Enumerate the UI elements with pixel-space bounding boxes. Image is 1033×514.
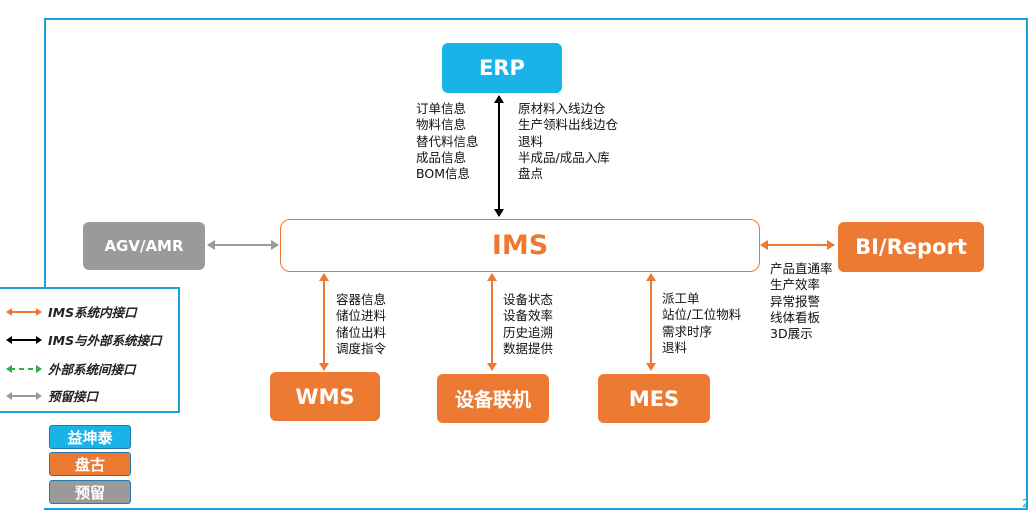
label-line: 异常报警 bbox=[770, 293, 821, 309]
legend-external-label: IMS与外部系统接口 bbox=[48, 333, 162, 348]
label-line: 设备状态 bbox=[503, 292, 554, 307]
legend-internal-label: IMS系统内接口 bbox=[48, 305, 137, 320]
frame-right-border bbox=[1026, 18, 1028, 510]
frame-top-border bbox=[44, 18, 1028, 20]
company-yikuntai-key: 益坤泰 bbox=[49, 425, 131, 449]
label-line: 生产领料出线边仓 bbox=[518, 117, 619, 133]
label-line: 物料信息 bbox=[416, 117, 467, 133]
label-line: 3D展示 bbox=[770, 326, 813, 342]
erp-node: ERP bbox=[442, 43, 562, 93]
label-line: 调度指令 bbox=[336, 340, 387, 356]
legend-between-label: 外部系统间接口 bbox=[48, 362, 136, 377]
label-line: 数据提供 bbox=[503, 340, 554, 356]
label-line: 退料 bbox=[518, 133, 544, 149]
label-line: 订单信息 bbox=[416, 101, 467, 116]
frame-left-border bbox=[44, 18, 46, 288]
label-line: 退料 bbox=[662, 339, 688, 355]
agv-amr-node: AGV/AMR bbox=[83, 222, 205, 270]
legend-internal: IMS系统内接口 bbox=[6, 302, 137, 321]
company-reserved-key: 预留 bbox=[49, 480, 131, 504]
label-line: 替代料信息 bbox=[416, 133, 479, 149]
legend-reserved-label: 预留接口 bbox=[48, 389, 99, 404]
label-line: 产品直通率 bbox=[770, 261, 833, 276]
wms-node: WMS bbox=[270, 372, 380, 421]
orange-double-arrow-icon bbox=[6, 307, 42, 316]
bi-report-labels: 产品直通率 生产效率 异常报警 线体看板 3D展示 bbox=[770, 261, 833, 342]
legend-between: 外部系统间接口 bbox=[6, 359, 136, 378]
mes-node: MES bbox=[598, 374, 710, 423]
legend-box bbox=[0, 287, 180, 413]
erp-to-ims-info-labels: 订单信息 物料信息 替代料信息 成品信息 BOM信息 bbox=[416, 101, 479, 182]
frame-bottom-border bbox=[44, 508, 1028, 510]
gray-double-arrow-icon bbox=[6, 391, 42, 400]
label-line: 成品信息 bbox=[416, 149, 467, 165]
label-line: 半成品/成品入库 bbox=[518, 149, 610, 165]
device-labels: 设备状态 设备效率 历史追溯 数据提供 bbox=[503, 292, 553, 357]
wms-labels: 容器信息 储位进料 储位出料 调度指令 bbox=[336, 292, 386, 357]
label-line: 需求时序 bbox=[662, 323, 713, 339]
mes-labels: 派工单 站位/工位物料 需求时序 退料 bbox=[662, 291, 741, 356]
company-pangu-key: 盘古 bbox=[49, 452, 131, 476]
bi-report-node: BI/Report bbox=[838, 222, 984, 272]
legend-external: IMS与外部系统接口 bbox=[6, 330, 162, 349]
label-line: 派工单 bbox=[662, 291, 700, 306]
label-line: 容器信息 bbox=[336, 292, 387, 307]
label-line: 盘点 bbox=[518, 166, 544, 182]
label-line: 储位出料 bbox=[336, 324, 387, 340]
label-line: 站位/工位物料 bbox=[662, 307, 742, 323]
black-double-arrow-icon bbox=[6, 335, 42, 344]
label-line: 线体看板 bbox=[770, 309, 821, 325]
label-line: 储位进料 bbox=[336, 308, 387, 324]
label-line: 生产效率 bbox=[770, 277, 821, 293]
page-number: 2 bbox=[1022, 497, 1029, 510]
device-connect-node: 设备联机 bbox=[437, 374, 549, 423]
green-dashed-double-arrow-icon bbox=[6, 364, 42, 373]
label-line: 原材料入线边仓 bbox=[518, 101, 606, 116]
label-line: 历史追溯 bbox=[503, 324, 554, 340]
label-line: 设备效率 bbox=[503, 308, 554, 324]
legend-reserved: 预留接口 bbox=[6, 386, 98, 405]
label-line: BOM信息 bbox=[416, 166, 470, 182]
ims-to-erp-info-labels: 原材料入线边仓 生产领料出线边仓 退料 半成品/成品入库 盘点 bbox=[518, 101, 618, 182]
ims-node: IMS bbox=[280, 219, 760, 272]
